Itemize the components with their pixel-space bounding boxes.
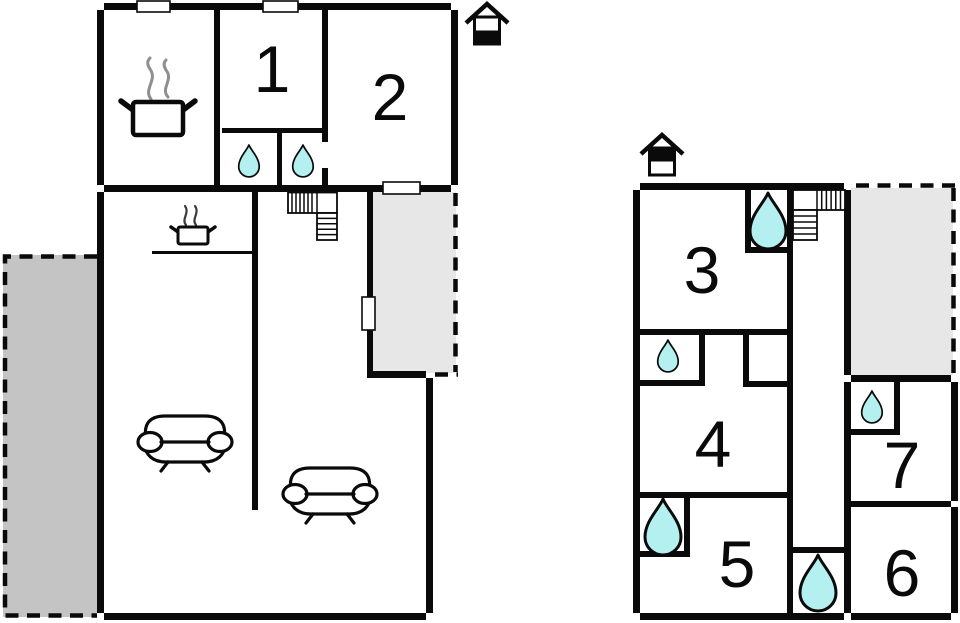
staircase-icon	[287, 191, 338, 241]
water-drop-icon	[860, 390, 884, 424]
door-opening	[361, 296, 376, 331]
room-label: 2	[372, 60, 409, 134]
left-building-plan: 1 2	[2, 0, 510, 620]
house-ground-floor-icon	[464, 0, 510, 46]
water-drop-icon	[656, 339, 680, 373]
room-label: 1	[254, 32, 291, 106]
cooking-pot-icon	[118, 56, 198, 138]
water-drop-icon	[237, 144, 261, 178]
room-label: 4	[695, 407, 732, 481]
terrace-area	[851, 188, 953, 375]
window-opening	[136, 0, 171, 13]
room-label: 6	[884, 536, 921, 610]
water-drop-icon	[798, 553, 838, 613]
sofa-icon	[281, 466, 379, 525]
room-label: 7	[884, 428, 921, 502]
room-label: 5	[719, 527, 756, 601]
water-drop-icon	[291, 144, 315, 178]
room-label: 3	[684, 233, 721, 307]
terrace-left-area	[3, 255, 97, 617]
water-drop-icon	[643, 497, 683, 557]
terrace-right-area	[373, 192, 456, 373]
sofa-icon	[136, 414, 234, 473]
house-upper-floor-icon	[639, 131, 685, 177]
terrace-left-dashed-border	[2, 254, 97, 618]
terrace-right-dashed-border	[435, 193, 458, 377]
window-opening	[262, 0, 299, 13]
terrace-dashed-border	[856, 183, 958, 373]
water-drop-icon	[748, 191, 788, 251]
door-opening	[382, 181, 421, 195]
right-building-plan: 3 4 5 6 7	[633, 131, 958, 620]
cooking-pot-small-icon	[169, 204, 217, 246]
staircase-icon	[792, 189, 846, 241]
